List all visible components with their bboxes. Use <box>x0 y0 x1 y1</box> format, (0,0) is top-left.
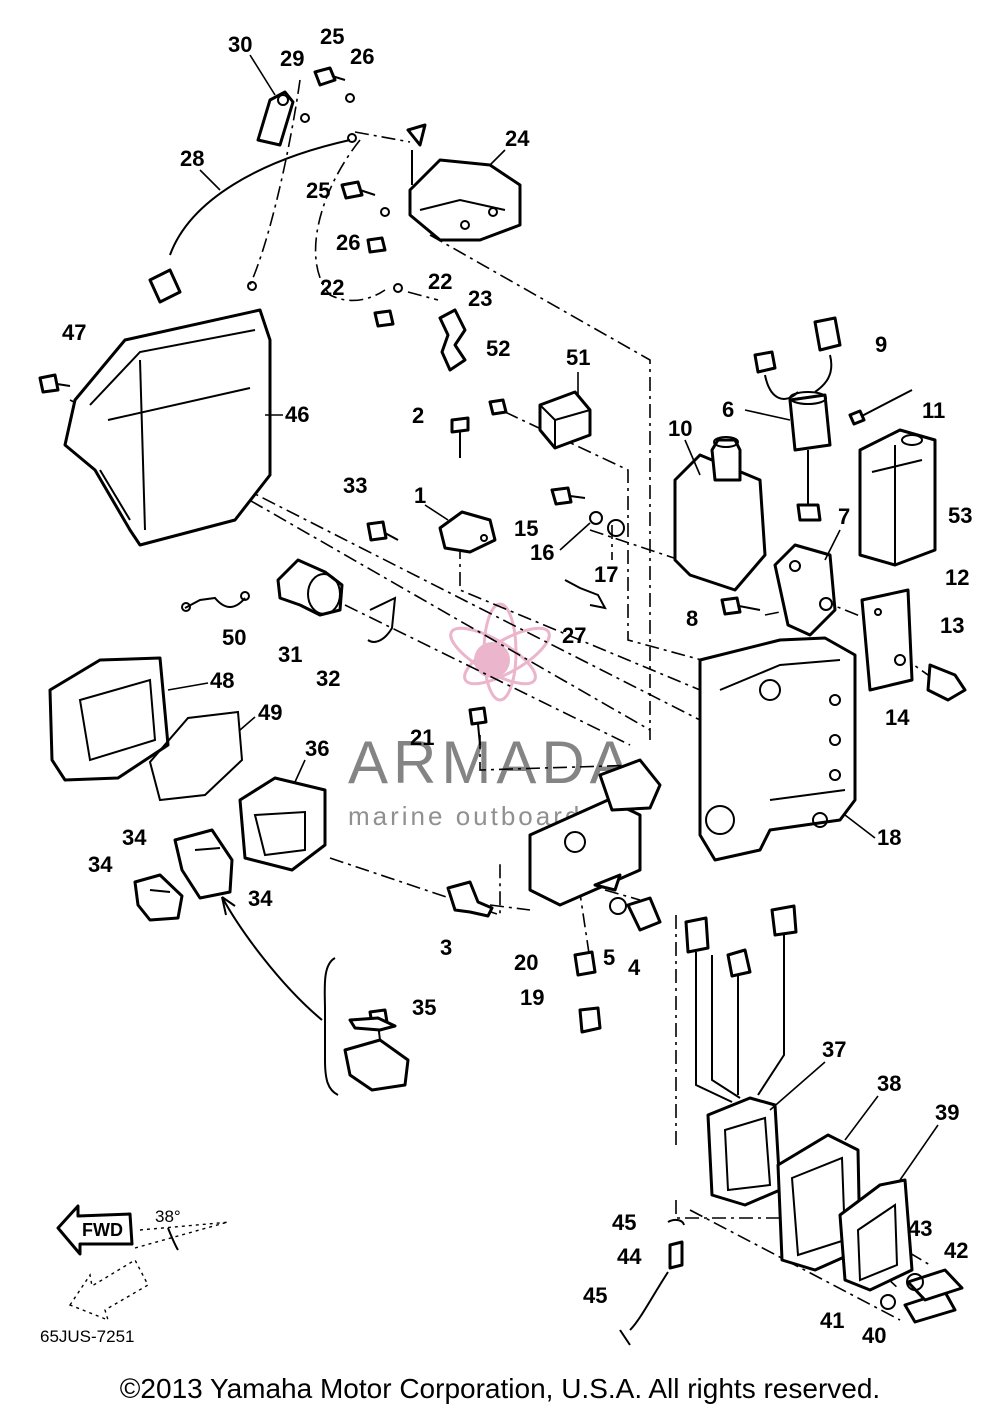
callout-41: 41 <box>820 1308 844 1333</box>
fwd-ghost-arrow <box>68 1259 149 1322</box>
callout-44: 44 <box>617 1244 642 1269</box>
callout-2: 2 <box>412 403 424 428</box>
callout-45b: 45 <box>583 1283 607 1308</box>
callout-26b: 26 <box>336 230 360 255</box>
callout-48: 48 <box>210 668 234 693</box>
callout-12: 12 <box>945 565 969 590</box>
callout-29: 29 <box>280 46 304 71</box>
part-seal-49 <box>148 710 244 802</box>
part-holder-7 <box>773 543 837 637</box>
callout-35: 35 <box>412 995 436 1020</box>
callout-33: 33 <box>343 473 367 498</box>
callout-19: 19 <box>520 985 544 1010</box>
callout-20: 20 <box>514 950 538 975</box>
callout-23: 23 <box>468 286 492 311</box>
callout-25b: 25 <box>306 178 330 203</box>
callout-39: 39 <box>935 1100 959 1125</box>
part-group-35 <box>221 896 410 1096</box>
callout-24: 24 <box>505 126 530 151</box>
part-relay-51 <box>538 390 592 450</box>
callout-38: 38 <box>877 1071 901 1096</box>
callout-4: 4 <box>628 955 641 980</box>
part-high-tension-lead-28 <box>148 139 351 304</box>
callout-36: 36 <box>305 736 329 761</box>
part-cover-46 <box>63 308 272 547</box>
callout-34: 34 <box>122 825 147 850</box>
watermark-brand: ARMADA <box>348 729 635 796</box>
callout-50: 50 <box>222 625 246 650</box>
part-lead-50 <box>181 591 250 612</box>
callout-49: 49 <box>258 700 282 725</box>
callout-1: 1 <box>414 483 426 508</box>
part-plug-cap-30 <box>256 90 295 147</box>
callout-15: 15 <box>514 516 538 541</box>
callout-30: 30 <box>228 32 252 57</box>
callout-52: 52 <box>486 336 510 361</box>
part-cover-39 <box>838 1178 914 1292</box>
callout-22: 22 <box>320 275 344 300</box>
part-bracket-23 <box>438 308 467 372</box>
part-clip-32 <box>367 596 397 643</box>
angle-label: 38° <box>155 1207 181 1226</box>
callout-32: 32 <box>316 666 340 691</box>
callout-18: 18 <box>877 825 901 850</box>
part-sensor-1 <box>438 510 497 554</box>
callout-46: 46 <box>285 402 309 427</box>
callout-34b: 34 <box>88 852 113 877</box>
part-gasket-38 <box>776 1133 862 1272</box>
callout-labels: 30 29 25 26 24 28 25 26 22 22 23 47 52 5… <box>62 24 972 1348</box>
callout-14: 14 <box>885 705 910 730</box>
callout-13: 13 <box>940 613 964 638</box>
callout-3: 3 <box>440 935 452 960</box>
callout-31: 31 <box>278 642 302 667</box>
callout-40: 40 <box>862 1323 886 1348</box>
part-harness-37 <box>684 904 798 1207</box>
copyright-notice: ©2013 Yamaha Motor Corporation, U.S.A. A… <box>119 1373 881 1404</box>
callout-5: 5 <box>603 945 615 970</box>
part-ignition-coil-24 <box>406 123 522 242</box>
part-clip-27 <box>564 579 607 610</box>
callout-7: 7 <box>838 504 850 529</box>
part-electrical-bracket-18 <box>698 636 857 862</box>
callout-42: 42 <box>944 1238 968 1263</box>
callout-45: 45 <box>612 1210 636 1235</box>
callout-53: 53 <box>948 503 972 528</box>
part-plate-14 <box>860 588 914 692</box>
callout-10: 10 <box>668 416 692 441</box>
part-cable-tie-9 <box>848 389 913 426</box>
fwd-label: FWD <box>82 1220 123 1240</box>
fwd-indicator: FWD 38° <box>56 1204 231 1322</box>
callout-22b: 22 <box>428 269 452 294</box>
watermark-logo <box>449 602 551 702</box>
part-starter-relay-31 <box>276 558 344 617</box>
callout-11: 11 <box>922 398 945 423</box>
callout-28: 28 <box>180 146 204 171</box>
part-holder-36 <box>238 776 327 872</box>
callout-21: 21 <box>410 725 434 750</box>
callout-25: 25 <box>320 24 344 49</box>
callout-27: 27 <box>562 623 586 648</box>
part-rectifier-6 <box>753 316 842 522</box>
part-clip-34 <box>133 828 234 922</box>
callout-51: 51 <box>566 345 590 370</box>
callout-37: 37 <box>822 1037 846 1062</box>
callout-34c: 34 <box>248 886 273 911</box>
part-damper-11-53-12 <box>858 428 937 567</box>
drawing-code: 65JUS-7251 <box>40 1327 135 1346</box>
part-cover-10 <box>673 436 767 592</box>
callout-43: 43 <box>908 1216 932 1241</box>
callout-17: 17 <box>594 562 618 587</box>
callout-47: 47 <box>62 320 86 345</box>
callout-8: 8 <box>686 606 698 631</box>
callout-6: 6 <box>722 397 734 422</box>
callout-9: 9 <box>875 332 887 357</box>
part-box-48 <box>48 656 170 782</box>
part-cdi-unit <box>528 758 662 907</box>
callout-16: 16 <box>530 540 554 565</box>
callout-26: 26 <box>350 44 374 69</box>
